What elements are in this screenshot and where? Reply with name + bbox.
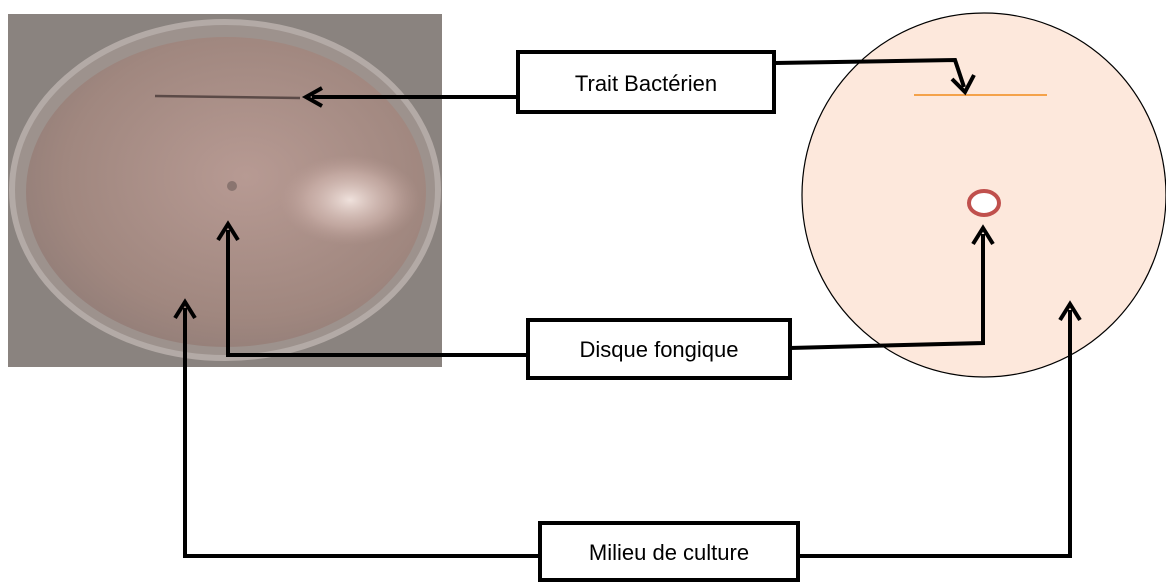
label-streak-text: Trait Bactérien [575, 71, 717, 96]
label-medium-text: Milieu de culture [589, 540, 749, 565]
photo-glare [280, 155, 420, 245]
label-disc-text: Disque fongique [579, 337, 738, 362]
label-trait-bacterien: Trait Bactérien [518, 52, 774, 112]
petri-dish-photo [8, 14, 442, 367]
schematic-fungal-disc [969, 191, 999, 215]
label-milieu-de-culture: Milieu de culture [540, 523, 798, 580]
label-disque-fongique: Disque fongique [528, 320, 790, 378]
photo-fungal-disc [227, 181, 237, 191]
